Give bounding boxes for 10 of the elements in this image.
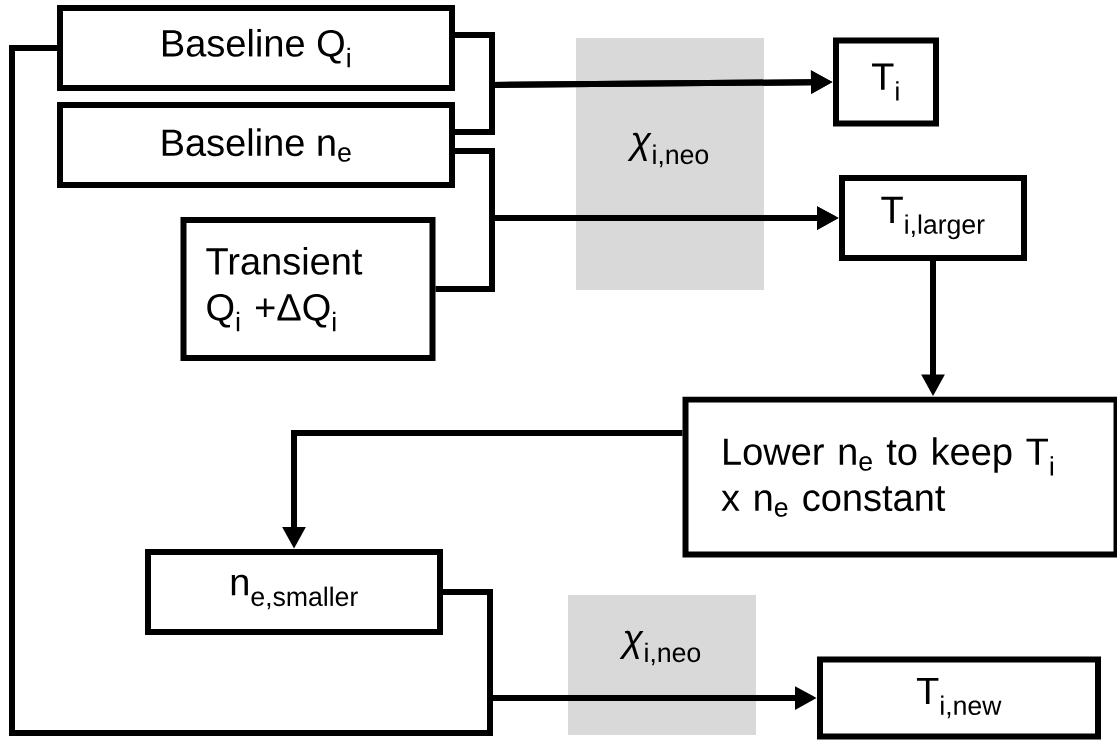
process-box: T$_{i,larger}$ [839, 175, 1027, 261]
process-box: Lower n$_{e}$ to keep T$_{i}$ x n$_{e}$ constant [682, 396, 1117, 558]
process-box: Transient Q$_{i}$ +ΔQ$_{i}$ [180, 217, 436, 361]
symbol-label: χ$_{i,neo}$ [627, 132, 709, 168]
process-box: n$_{e,smaller}$ [145, 549, 443, 635]
process-box: T$_{i}$ [833, 37, 939, 127]
process-box: Baseline n$_{e}$ [57, 102, 455, 188]
process-box: Baseline Q$_{i}$ [57, 5, 455, 91]
symbol-label: χ$_{i,neo}$ [619, 630, 701, 666]
process-box: T$_{i,new}$ [817, 656, 1101, 740]
